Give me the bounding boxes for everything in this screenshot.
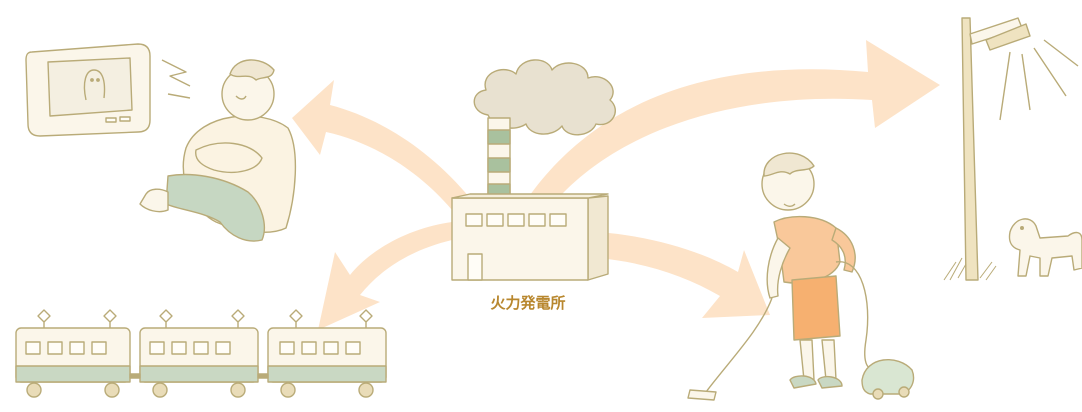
- arrow-to-street-lamp: [530, 40, 940, 205]
- electric-train: [15, 309, 387, 398]
- plant-door: [467, 253, 483, 281]
- arrow-to-vacuum: [598, 232, 770, 318]
- train-car-1: [15, 327, 131, 383]
- tv-ghost-figure: [83, 69, 106, 101]
- energy-arrows: [292, 40, 940, 330]
- lamp-grass: [943, 257, 997, 281]
- thermal-power-plant: [451, 59, 616, 281]
- train-car-3: [267, 327, 387, 383]
- chimney: [487, 117, 511, 199]
- lamp-light-rays: [999, 39, 1079, 121]
- street-lamp: [943, 17, 1079, 281]
- train-pantographs: [37, 309, 373, 328]
- train-car-2: [139, 327, 259, 383]
- person-watching-tv: [139, 59, 297, 242]
- vacuum-cleaner-body: [861, 358, 915, 400]
- person-vacuuming: [687, 152, 915, 401]
- arrow-to-tv-viewer: [292, 80, 470, 210]
- dog: [1008, 218, 1082, 277]
- plant-building-side: [587, 195, 609, 281]
- television: [25, 43, 191, 137]
- train-wheels: [26, 382, 374, 398]
- vacuum-hose: [705, 297, 773, 393]
- power-plant-label: 火力発電所: [490, 294, 565, 312]
- arrow-to-train: [318, 222, 452, 330]
- smoke-cloud: [473, 59, 616, 136]
- plant-windows: [465, 213, 567, 227]
